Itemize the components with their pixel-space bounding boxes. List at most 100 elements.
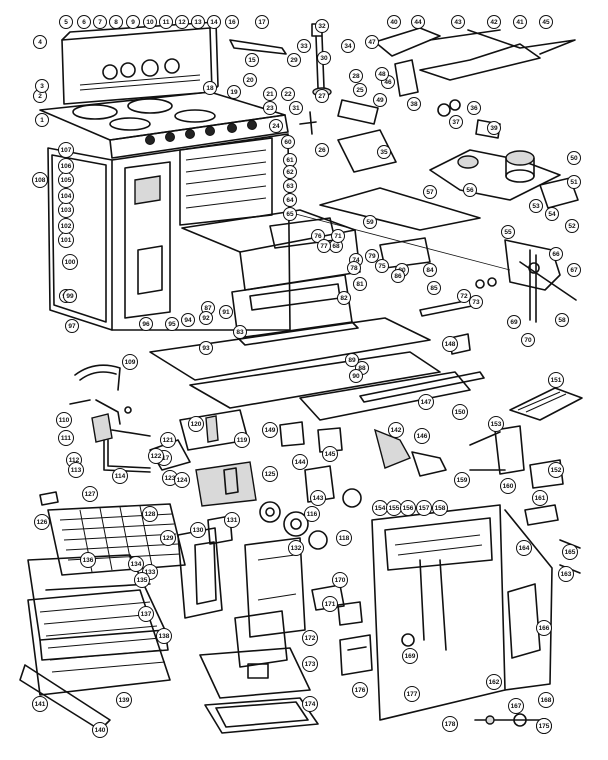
callout-number: 9 [131,19,135,26]
callout-123: 123 [162,470,178,486]
callout-116: 116 [304,506,320,522]
callout-circle [199,341,213,355]
callout-37: 37 [449,115,463,129]
callout-95: 95 [165,317,179,331]
callout-101: 101 [58,232,74,248]
callout-circle [58,188,74,204]
callout-158: 158 [432,500,448,516]
callout-21: 21 [263,87,277,101]
callout-circle [402,648,418,664]
callout-number: 130 [193,527,204,534]
callout-circle [555,313,569,327]
callout-number: 45 [542,19,550,26]
callout-143: 143 [310,490,326,506]
callout-141: 141 [32,696,48,712]
callout-circle [452,404,468,420]
callout-number: 119 [237,437,248,444]
callout-148: 148 [442,336,458,352]
callout-circle [289,101,303,115]
callout-83: 83 [233,325,247,339]
callout-number: 178 [445,721,456,728]
callout-circle [148,448,164,464]
callout-circle [263,101,277,115]
callout-number: 172 [305,635,316,642]
callout-135: 135 [134,572,150,588]
callout-number: 72 [460,293,468,300]
callout-circle [224,512,240,528]
callout-circle [283,179,297,193]
callout-number: 161 [535,495,546,502]
callout-159: 159 [454,472,470,488]
callout-47: 47 [365,35,379,49]
callout-97: 97 [65,319,79,333]
callout-circle [487,15,501,29]
callout-circle [160,530,176,546]
callout-137: 137 [138,606,154,622]
callout-94: 94 [181,313,195,327]
callout-number: 100 [65,259,76,266]
callout-number: 23 [266,105,274,112]
callout-128: 128 [142,506,158,522]
callout-circle [567,151,581,165]
callout-circle [122,354,138,370]
callout-150: 150 [452,404,468,420]
callout-60: 60 [281,135,295,149]
callout-22: 22 [281,87,295,101]
callout-circle [175,15,189,29]
callout-52: 52 [565,219,579,233]
callout-number: 89 [348,357,356,364]
callout-number: 22 [284,91,292,98]
callout-number: 135 [137,577,148,584]
callout-circle [463,183,477,197]
callout-165: 165 [562,544,578,560]
callout-circle [565,219,579,233]
callout-circle [407,97,421,111]
callout-circle [58,142,74,158]
callout-circle [199,311,213,325]
callout-circle [109,15,123,29]
callout-102: 102 [58,218,74,234]
callout-42: 42 [487,15,501,29]
callout-circle [423,263,437,277]
callout-number: 84 [426,267,434,274]
callout-circle [375,67,389,81]
callout-number: 125 [265,471,276,478]
callout-circle [35,79,49,93]
callout-number: 4 [38,39,42,46]
callout-23: 23 [263,101,277,115]
callout-93: 93 [199,341,213,355]
callout-number: 160 [503,483,514,490]
callout-circle [507,315,521,329]
callout-number: 10 [146,19,154,26]
callout-circle [347,261,361,275]
callout-circle [418,394,434,410]
callout-number: 122 [151,453,162,460]
callout-number: 117 [159,455,170,462]
callout-129: 129 [160,530,176,546]
callout-number: 107 [61,147,72,154]
callout-number: 1 [40,117,44,124]
callout-number: 155 [389,505,400,512]
callout-number: 105 [61,177,72,184]
callout-circle [454,472,470,488]
callout-36: 36 [467,101,481,115]
callout-number: 78 [350,265,358,272]
callout-circle [245,53,259,67]
callout-number: 137 [141,611,152,618]
callout-75: 75 [375,259,389,273]
callout-number: 103 [61,207,72,214]
callout-circle [92,722,108,738]
callout-circle [68,462,84,478]
callout-156: 156 [400,500,416,516]
callout-circle [219,305,233,319]
callout-circle [263,87,277,101]
callout-110: 110 [56,412,72,428]
callout-circle [363,215,377,229]
callout-circle [62,254,78,270]
callout-119: 119 [234,432,250,448]
callout-163: 163 [558,566,574,582]
callout-174: 174 [302,696,318,712]
callout-106: 106 [58,158,74,174]
callout-65: 65 [283,207,297,221]
